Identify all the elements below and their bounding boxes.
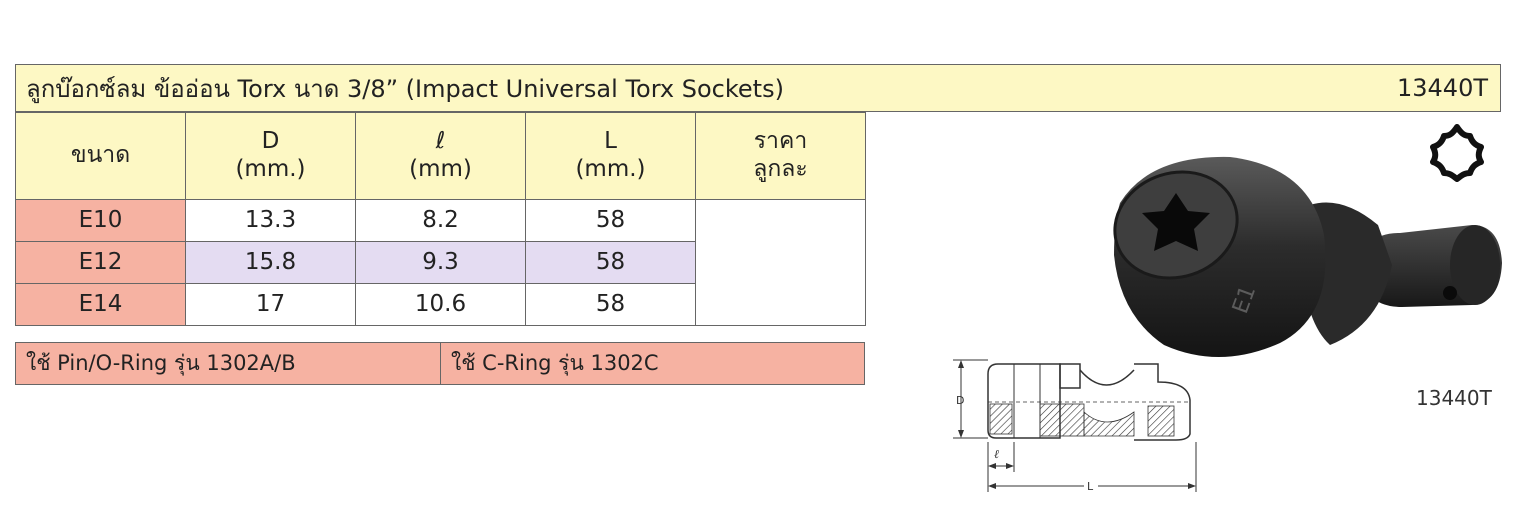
cell-l-small: 9.3 bbox=[355, 241, 526, 284]
header-l-length: L (mm.) bbox=[525, 112, 696, 200]
torx-star-icon bbox=[1430, 124, 1484, 182]
pin-o-ring-note: ใช้ Pin/O-Ring รุ่น 1302A/B bbox=[16, 343, 441, 384]
header-size: ขนาด bbox=[15, 112, 186, 200]
cell-l-length: 58 bbox=[525, 241, 696, 284]
c-ring-note: ใช้ C-Ring รุ่น 1302C bbox=[451, 351, 659, 375]
socket-photo: E1 bbox=[1113, 156, 1502, 358]
drawing-label-l-small: ℓ bbox=[994, 447, 999, 461]
ring-info-bar: ใช้ Pin/O-Ring รุ่น 1302A/B ใช้ C-Ring ร… bbox=[15, 342, 865, 385]
cell-price bbox=[695, 199, 866, 326]
cell-size: E14 bbox=[15, 283, 186, 326]
table-row: E12 15.8 9.3 58 bbox=[15, 241, 866, 284]
header-d: D (mm.) bbox=[185, 112, 356, 200]
title-bar: ลูกบ๊อกซ์ลม ข้ออ่อน Torx นาด 3/8” (Impac… bbox=[15, 64, 1501, 112]
header-l-small: ℓ (mm) bbox=[355, 112, 526, 200]
cell-d: 17 bbox=[185, 283, 356, 326]
dimension-drawing: D ℓ L bbox=[953, 359, 1197, 493]
drawing-label-l-length: L bbox=[1087, 480, 1094, 493]
cell-d: 15.8 bbox=[185, 241, 356, 284]
cell-size: E10 bbox=[15, 199, 186, 242]
cell-l-length: 58 bbox=[525, 199, 696, 242]
cell-l-small: 8.2 bbox=[355, 199, 526, 242]
spec-table: ขนาด D (mm.) ℓ (mm) L (mm.) ราคา ลูกละ E… bbox=[15, 112, 866, 326]
cell-l-length: 58 bbox=[525, 283, 696, 326]
cell-d: 13.3 bbox=[185, 199, 356, 242]
cell-size: E12 bbox=[15, 241, 186, 284]
cell-l-small: 10.6 bbox=[355, 283, 526, 326]
header-price: ราคา ลูกละ bbox=[695, 112, 866, 200]
product-title: ลูกบ๊อกซ์ลม ข้ออ่อน Torx นาด 3/8” (Impac… bbox=[26, 74, 784, 103]
product-code: 13440T bbox=[1396, 74, 1488, 102]
photo-product-code: 13440T bbox=[1416, 386, 1492, 410]
drawing-label-d: D bbox=[956, 394, 964, 407]
table-header-row: ขนาด D (mm.) ℓ (mm) L (mm.) ราคา ลูกละ bbox=[15, 112, 866, 200]
table-row: E10 13.3 8.2 58 bbox=[15, 199, 866, 326]
table-row: E14 17 10.6 58 bbox=[15, 283, 866, 326]
